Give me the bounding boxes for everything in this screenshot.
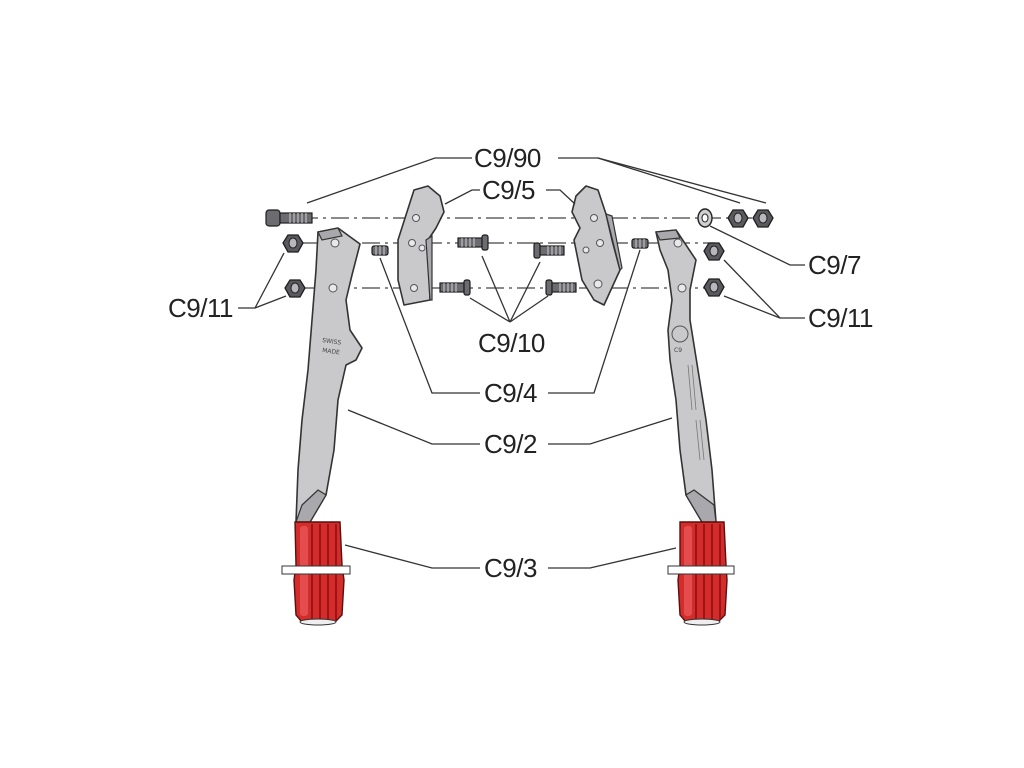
right-grip [667, 521, 735, 626]
label-c9-2: C9/2 [484, 429, 537, 459]
cap-nut [752, 209, 774, 228]
right-jaw-blade [571, 185, 623, 306]
left-handle-stamp-line2: MADE [322, 347, 341, 356]
label-c9-5: C9/5 [482, 175, 535, 205]
left-nut-upper [282, 234, 304, 253]
hex-nut [727, 209, 749, 228]
left-grip [281, 521, 351, 626]
left-jaw-blade [397, 185, 445, 306]
right-set-screw [631, 238, 649, 249]
label-c9-11-left: C9/11 [168, 293, 233, 323]
label-c9-4: C9/4 [484, 378, 537, 408]
right-handle-stamp-model: C9 [674, 347, 682, 354]
blade-screw-upper-left [457, 234, 489, 251]
label-c9-10: C9/10 [478, 328, 545, 358]
blade-screw-lower-left [439, 279, 471, 296]
washer [697, 208, 713, 228]
main-bolt [265, 209, 313, 227]
left-handle-stamp-line1: SWISS [322, 337, 342, 347]
blade-screw-lower-right [545, 279, 577, 296]
right-handle: C9 [655, 229, 717, 523]
blade-screw-upper-right [533, 242, 565, 259]
label-c9-90: C9/90 [474, 143, 541, 173]
left-handle: SWISS MADE [295, 227, 363, 523]
left-set-screw [371, 245, 389, 256]
leader-lines [238, 157, 805, 569]
label-c9-11-right: C9/11 [808, 303, 873, 333]
label-c9-7: C9/7 [808, 250, 861, 280]
left-nut-lower [284, 279, 306, 298]
label-c9-3: C9/3 [484, 553, 537, 583]
part-labels: C9/90 C9/5 C9/7 C9/11 C9/11 C9/10 C9/4 C… [168, 143, 873, 583]
right-nut-upper [703, 242, 725, 261]
right-nut-lower [703, 278, 725, 297]
